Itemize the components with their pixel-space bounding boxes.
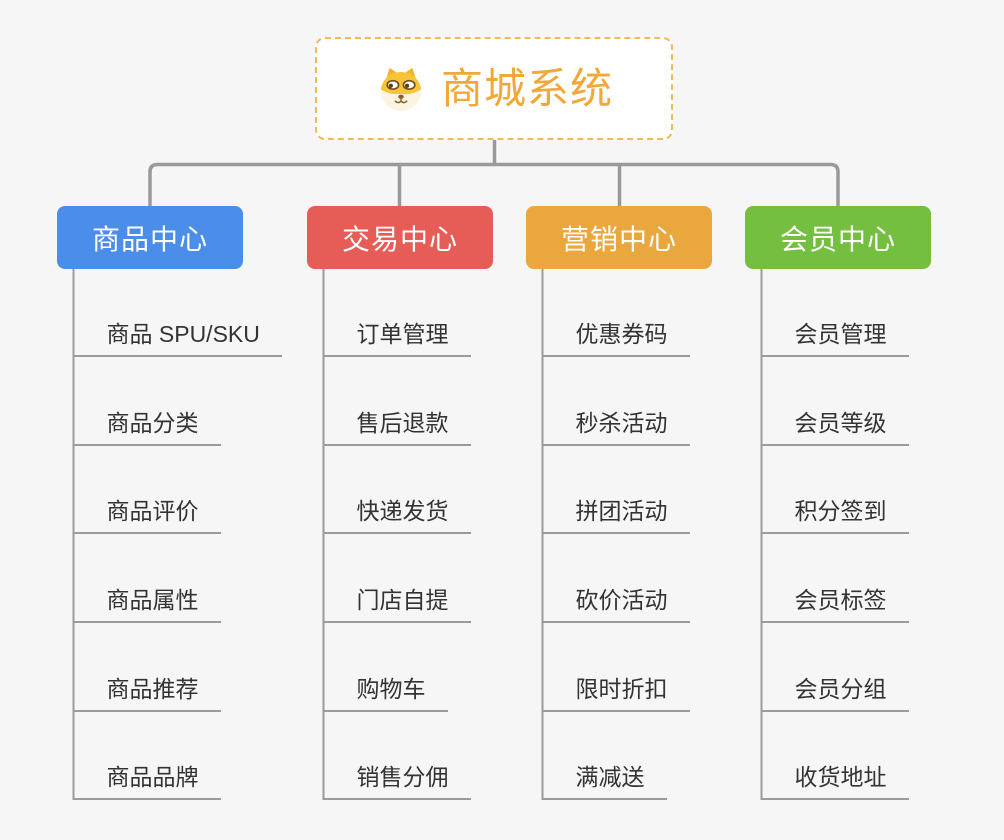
leaf-time-discount[interactable]: 限时折扣: [542, 675, 690, 712]
leaf-member-level[interactable]: 会员等级: [761, 409, 909, 446]
leaf-flash-sale[interactable]: 秒杀活动: [542, 409, 690, 446]
branch-member-center[interactable]: 会员中心: [745, 206, 931, 269]
leaf-product-review[interactable]: 商品评价: [73, 497, 221, 534]
branch-marketing-center[interactable]: 营销中心: [526, 206, 712, 269]
leaf-order-management[interactable]: 订单管理: [323, 320, 471, 357]
leaf-member-management[interactable]: 会员管理: [761, 320, 909, 357]
leaf-coupon-code[interactable]: 优惠券码: [542, 320, 690, 357]
leaf-store-pickup[interactable]: 门店自提: [323, 586, 471, 623]
leaf-shopping-cart[interactable]: 购物车: [323, 675, 448, 712]
leaf-bargain-activity[interactable]: 砍价活动: [542, 586, 690, 623]
leaf-sales-commission[interactable]: 销售分佣: [323, 763, 471, 800]
leaf-express-shipping[interactable]: 快递发货: [323, 497, 471, 534]
leaf-member-tag[interactable]: 会员标签: [761, 586, 909, 623]
dog-face-icon: [380, 67, 422, 111]
root-node[interactable]: 商城系统: [315, 37, 673, 140]
leaf-group-buy[interactable]: 拼团活动: [542, 497, 690, 534]
leaf-member-group[interactable]: 会员分组: [761, 675, 909, 712]
root-title: 商城系统: [440, 64, 613, 112]
leaf-product-recommend[interactable]: 商品推荐: [73, 675, 221, 712]
leaf-product-attribute[interactable]: 商品属性: [73, 586, 221, 623]
leaf-product-category[interactable]: 商品分类: [73, 409, 221, 446]
leaf-product-brand[interactable]: 商品品牌: [73, 763, 221, 800]
leaf-points-checkin[interactable]: 积分签到: [761, 497, 909, 534]
leaf-product-spu-sku[interactable]: 商品 SPU/SKU: [73, 320, 282, 357]
branch-trade-center[interactable]: 交易中心: [307, 206, 493, 269]
leaf-after-sale-refund[interactable]: 售后退款: [323, 409, 471, 446]
leaf-shipping-address[interactable]: 收货地址: [761, 763, 909, 800]
branch-product-center[interactable]: 商品中心: [57, 206, 243, 269]
leaf-spend-save[interactable]: 满减送: [542, 763, 667, 800]
